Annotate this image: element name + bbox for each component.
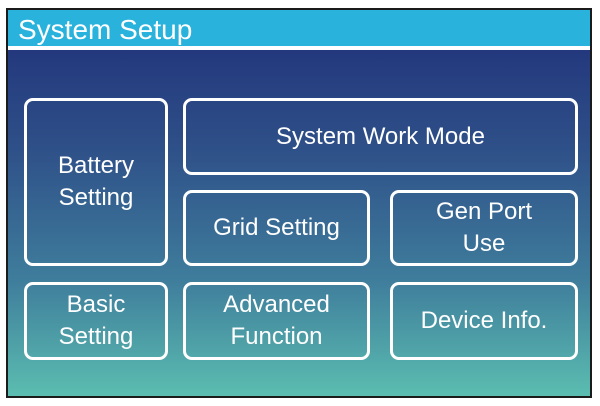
system-work-mode-label: System Work Mode [276,122,485,150]
system-setup-screen: System Setup Battery Setting System Work… [6,8,592,398]
grid-setting-label: Grid Setting [213,214,340,241]
device-info-label: Device Info. [420,307,548,334]
basic-setting-button[interactable]: Basic Setting [24,282,168,360]
basic-setting-label: Basic Setting [58,291,134,350]
title-bar: System Setup [8,10,590,50]
gen-port-use-button[interactable]: Gen Port Use [390,190,578,266]
gen-port-use-label: Gen Port Use [435,198,533,257]
device-info-button[interactable]: Device Info. [390,282,578,360]
grid-setting-button[interactable]: Grid Setting [183,190,370,266]
battery-setting-label: Battery Setting [57,152,135,211]
battery-setting-button[interactable]: Battery Setting [24,98,168,266]
system-work-mode-button[interactable]: System Work Mode [183,98,578,175]
advanced-function-button[interactable]: Advanced Function [183,282,370,360]
advanced-function-label: Advanced Function [223,291,330,350]
page-title: System Setup [18,14,193,45]
